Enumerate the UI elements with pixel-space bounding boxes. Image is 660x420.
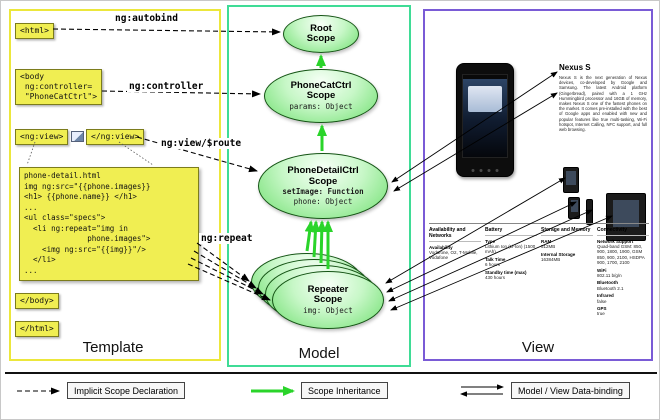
phone-thumbnail xyxy=(568,197,580,219)
spec-row: Standby time (max) 430 hours xyxy=(485,270,537,280)
code-line: phone-detail.html xyxy=(24,171,101,180)
scope-title: Repeater xyxy=(307,283,349,295)
repeater-scope-ellipse: Repeater Scope img: Object xyxy=(272,271,384,329)
spec-row: GPS true xyxy=(597,306,649,316)
spec-row: Bluetooth Bluetooth 2.1 xyxy=(597,280,649,290)
spec-row: Internal Storage 16384MB xyxy=(541,252,593,262)
spec-header: Storage and Memory xyxy=(541,227,593,236)
ngview-open-tag-box: <ng:view> xyxy=(15,129,69,145)
scope-title: Scope xyxy=(306,33,336,44)
spec-value: Lithium Ion (Li-Ion) (1500 mAh) xyxy=(485,244,536,255)
spec-row: WiFi 802.11 b/g/n xyxy=(597,268,649,278)
thumbnail-screen xyxy=(570,200,578,213)
html-open-tag-box: <html> xyxy=(15,23,54,39)
ng-view-route-label: ng:view/$route xyxy=(159,138,244,149)
ng-autobind-label: ng:autobind xyxy=(113,13,180,24)
legend-divider-line xyxy=(5,372,657,374)
phone-statusbar xyxy=(463,75,507,79)
scope-title: Scope xyxy=(313,294,343,306)
code-line: <h1> {{phone.name}} </h1> xyxy=(24,192,137,201)
html-close-tag-box: </html> xyxy=(15,321,59,337)
spec-column-battery: Battery Type Lithium Ion (Li-Ion) (1500 … xyxy=(485,227,537,319)
scope-title: PhoneCatCtrl xyxy=(290,79,352,91)
scope-title: Scope xyxy=(308,175,338,187)
ng-controller-label: ng:controller xyxy=(127,81,206,92)
phone-buttons xyxy=(471,169,499,172)
spec-header: Availability and Networks xyxy=(429,227,481,242)
phone-thumbnail xyxy=(563,167,579,193)
code-line: <img ng:src="{{img}}"/> xyxy=(24,244,146,254)
ngview-close-tag-box: </ng:view> xyxy=(86,129,145,145)
code-line: ... xyxy=(24,202,38,212)
nexus-phone-image xyxy=(456,63,514,177)
legend-implicit-scope-declaration: Implicit Scope Declaration xyxy=(67,382,186,399)
spec-value: 512MB xyxy=(541,244,556,250)
phone-screen xyxy=(462,74,508,158)
code-line: </li> xyxy=(24,255,56,264)
scope-property-setimage: setImage: Function xyxy=(282,187,364,196)
spec-table: Availability and Networks Availability V… xyxy=(429,223,649,319)
spec-value: Bluetooth 2.1 xyxy=(597,285,624,291)
code-line: <ul class="specs"> xyxy=(24,213,106,222)
phonecatctrl-scope-ellipse: PhoneCatCtrl Scope params: Object xyxy=(264,69,378,123)
spec-column-connectivity: Connectivity Network Support Quad-band G… xyxy=(597,227,649,319)
scope-property-phone: phone: Object xyxy=(293,196,353,206)
scope-title: PhoneDetailCtrl xyxy=(287,165,359,176)
root-scope-ellipse: Root Scope xyxy=(283,15,359,53)
model-panel-label: Model xyxy=(298,345,340,362)
spec-row: Type Lithium Ion (Li-Ion) (1500 mAh) xyxy=(485,239,537,255)
spec-value: 430 hours xyxy=(485,275,506,281)
spec-row: RAM 512MB xyxy=(541,239,593,249)
spec-label: Network Support xyxy=(597,239,634,244)
phone-detail-code-block: phone-detail.html img ng:src="{{phone.im… xyxy=(19,167,199,281)
spec-row: Infrared false xyxy=(597,293,649,303)
body-open-tag-box: <body ng:controller= "PhoneCatCtrl"> xyxy=(15,69,103,105)
scope-property: params: Object xyxy=(289,101,353,111)
ng-repeat-label: ng:repeat xyxy=(199,233,255,244)
spec-value: 16384MB xyxy=(541,257,561,263)
spec-row: Availability Voda/one, O2, T-Mobile, Vod… xyxy=(429,245,481,261)
image-placeholder-icon xyxy=(71,131,84,142)
scope-property-img: img: Object xyxy=(303,305,353,315)
code-line: <li ng:repeat="img in xyxy=(24,223,128,233)
thumbnail-screen xyxy=(566,170,576,186)
spec-header: Battery xyxy=(485,227,537,236)
spec-column-storage: Storage and Memory RAM 512MB Internal St… xyxy=(541,227,593,319)
scope-title: Scope xyxy=(306,90,336,102)
code-line: phone.images"> xyxy=(24,234,151,243)
template-panel-label: Template xyxy=(82,339,144,356)
phone-app-area xyxy=(468,86,502,112)
spec-row: Talk Time 6 hours xyxy=(485,257,537,267)
phone-thumbnail xyxy=(586,199,593,225)
body-close-tag-box: </body> xyxy=(15,293,59,309)
legend-scope-inheritance: Scope Inheritance xyxy=(301,382,388,399)
phonedetailctrl-scope-ellipse: PhoneDetailCtrl Scope setImage: Function… xyxy=(258,153,388,219)
view-panel-label: View xyxy=(521,339,555,356)
scope-title: Root xyxy=(310,22,332,34)
spec-value: true xyxy=(597,311,605,317)
spec-header: Connectivity xyxy=(597,227,649,236)
spec-value: false xyxy=(597,298,607,304)
legend-model-view-databinding: Model / View Data-binding xyxy=(511,382,630,399)
spec-value: Quad-band GSM: 850, 900, 1800, 1900, GSM… xyxy=(597,244,645,265)
code-line: img ng:src="{{phone.images}} xyxy=(24,181,151,191)
spec-column-availability: Availability and Networks Availability V… xyxy=(429,227,481,319)
spec-value: 6 hours xyxy=(485,262,501,268)
spec-row: Network Support Quad-band GSM: 850, 900,… xyxy=(597,239,649,265)
product-title: Nexus S xyxy=(559,63,591,72)
spec-value: 802.11 b/g/n xyxy=(597,272,622,278)
product-description: Nexus S is the next generation of Nexus … xyxy=(559,75,647,133)
code-line: ... xyxy=(24,265,38,275)
spec-value: Voda/one, O2, T-Mobile, Vodafone xyxy=(429,250,478,261)
thumbnail-screen xyxy=(612,199,640,228)
